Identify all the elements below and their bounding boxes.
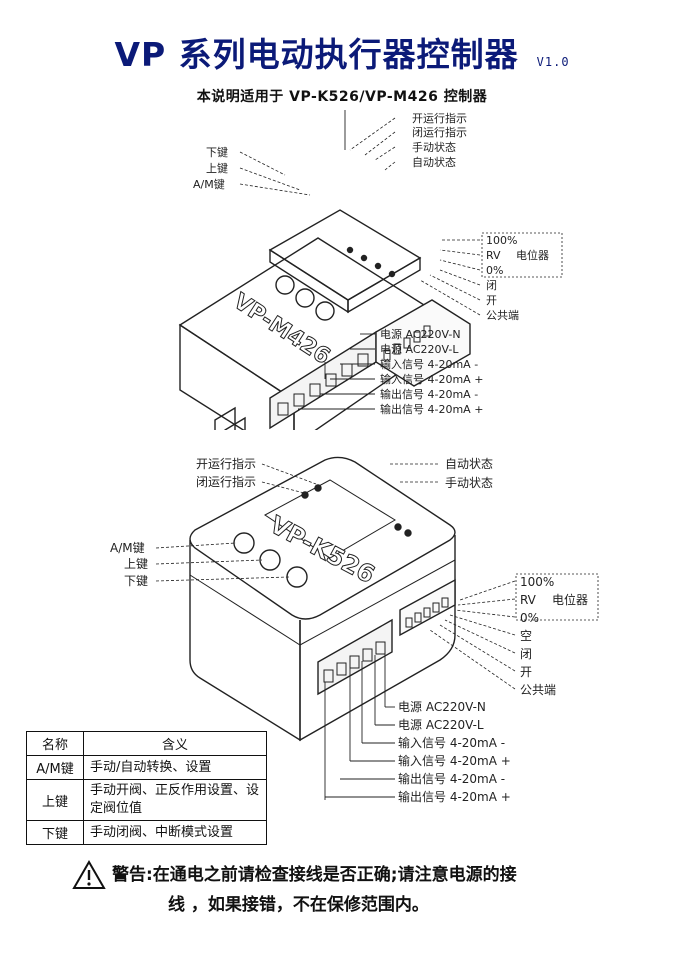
table-header-meaning: 含义 [83, 731, 267, 756]
m426-label-in-plus: 输入信号 4-20mA + [380, 373, 484, 386]
document-title: VP 系列电动执行器控制器 V1.0 [0, 28, 684, 76]
table-cell-meaning: 手动/自动转换、设置 [83, 755, 267, 780]
k526-label-power-n: 电源 AC220V-N [398, 700, 486, 714]
m426-model-text: VP-M426 [229, 289, 335, 370]
m426-label-auto: 自动状态 [412, 156, 456, 169]
k526-label-up-key: 上键 [124, 557, 149, 571]
m426-label-0: 0% [486, 264, 504, 277]
k526-label-down-key: 下键 [124, 574, 149, 588]
m426-label-open-run: 开运行指示 [412, 112, 467, 125]
subtitle: 本说明适用于 VP-K526/VP-M426 控制器 [196, 89, 488, 105]
m426-label-open: 开 [486, 294, 497, 307]
k526-label-empty: 空 [520, 629, 533, 643]
table-header-row: 名称 含义 [26, 731, 267, 756]
m426-label-power-l: 电源 AC220V-L [380, 343, 459, 356]
table-cell-name: 上键 [26, 779, 84, 821]
k526-label-close: 闭 [520, 647, 533, 661]
m426-label-out-plus: 输出信号 4-20mA + [380, 403, 484, 416]
m426-label-common: 公共端 [486, 309, 519, 322]
m426-label-power-n: 电源 AC220V-N [380, 328, 461, 341]
table-row: 下键 手动闭阀、中断模式设置 [26, 820, 267, 845]
m426-illustration: VP-M426 [178, 110, 563, 430]
table-cell-meaning: 手动闭阀、中断模式设置 [83, 820, 267, 845]
title-text: VP 系列电动执行器控制器 [114, 35, 519, 74]
m426-label-close: 闭 [486, 279, 497, 292]
k526-label-potentiometer: 电位器 [552, 593, 589, 607]
k526-label-am-key: A/M键 [110, 541, 145, 555]
table-header-name: 名称 [26, 731, 84, 756]
k526-label-in-minus: 输入信号 4-20mA - [398, 736, 506, 750]
k526-label-out-minus: 输出信号 4-20mA - [398, 772, 506, 786]
m426-label-out-minus: 输出信号 4-20mA - [380, 388, 479, 401]
warning-triangle-icon [72, 859, 106, 890]
k526-label-manual: 手动状态 [445, 476, 494, 490]
k526-label-common: 公共端 [520, 683, 557, 697]
warning-block: 警告:在通电之前请检查接线是否正确;请注意电源的接 线 ，如果接错，不在保修范围… [72, 859, 632, 920]
m426-label-down-key: 下键 [206, 146, 228, 159]
k526-label-100: 100% [520, 575, 555, 589]
k526-label-power-l: 电源 AC220V-L [398, 718, 484, 732]
m426-label-am-key: A/M键 [193, 178, 225, 191]
m426-label-100: 100% [486, 234, 518, 247]
warning-line-1: 警告:在通电之前请检查接线是否正确;请注意电源的接 [112, 865, 517, 885]
k526-label-0: 0% [520, 611, 540, 625]
key-function-table: 名称 含义 A/M键 手动/自动转换、设置 上键 手动开阀、正反作用设置、设定阀… [26, 731, 267, 845]
m426-label-close-run: 闭运行指示 [412, 126, 467, 139]
k526-label-close-run: 闭运行指示 [196, 475, 257, 489]
table-cell-meaning: 手动开阀、正反作用设置、设定阀位值 [83, 779, 267, 821]
warning-line-2: 线 ，如果接错，不在保修范围内。 [168, 895, 429, 915]
m426-label-manual: 手动状态 [412, 141, 456, 154]
table-row: 上键 手动开阀、正反作用设置、设定阀位值 [26, 779, 267, 821]
k526-label-open: 开 [520, 665, 533, 679]
k526-label-open-run: 开运行指示 [196, 457, 257, 471]
table-row: A/M键 手动/自动转换、设置 [26, 755, 267, 780]
k526-illustration: VP-K526 [155, 456, 599, 800]
m426-label-up-key: 上键 [206, 162, 228, 175]
m426-label-in-minus: 输入信号 4-20mA - [380, 358, 479, 371]
table-cell-name: A/M键 [26, 755, 84, 780]
m426-label-potentiometer: 电位器 [516, 249, 549, 262]
k526-label-auto: 自动状态 [445, 457, 494, 471]
table-cell-name: 下键 [26, 820, 84, 845]
m426-label-rv: RV [486, 249, 501, 262]
k526-label-in-plus: 输入信号 4-20mA + [398, 754, 511, 768]
k526-label-out-plus: 输出信号 4-20mA + [398, 790, 511, 804]
k526-label-rv: RV [520, 593, 536, 607]
version-label: V1.0 [536, 55, 570, 69]
